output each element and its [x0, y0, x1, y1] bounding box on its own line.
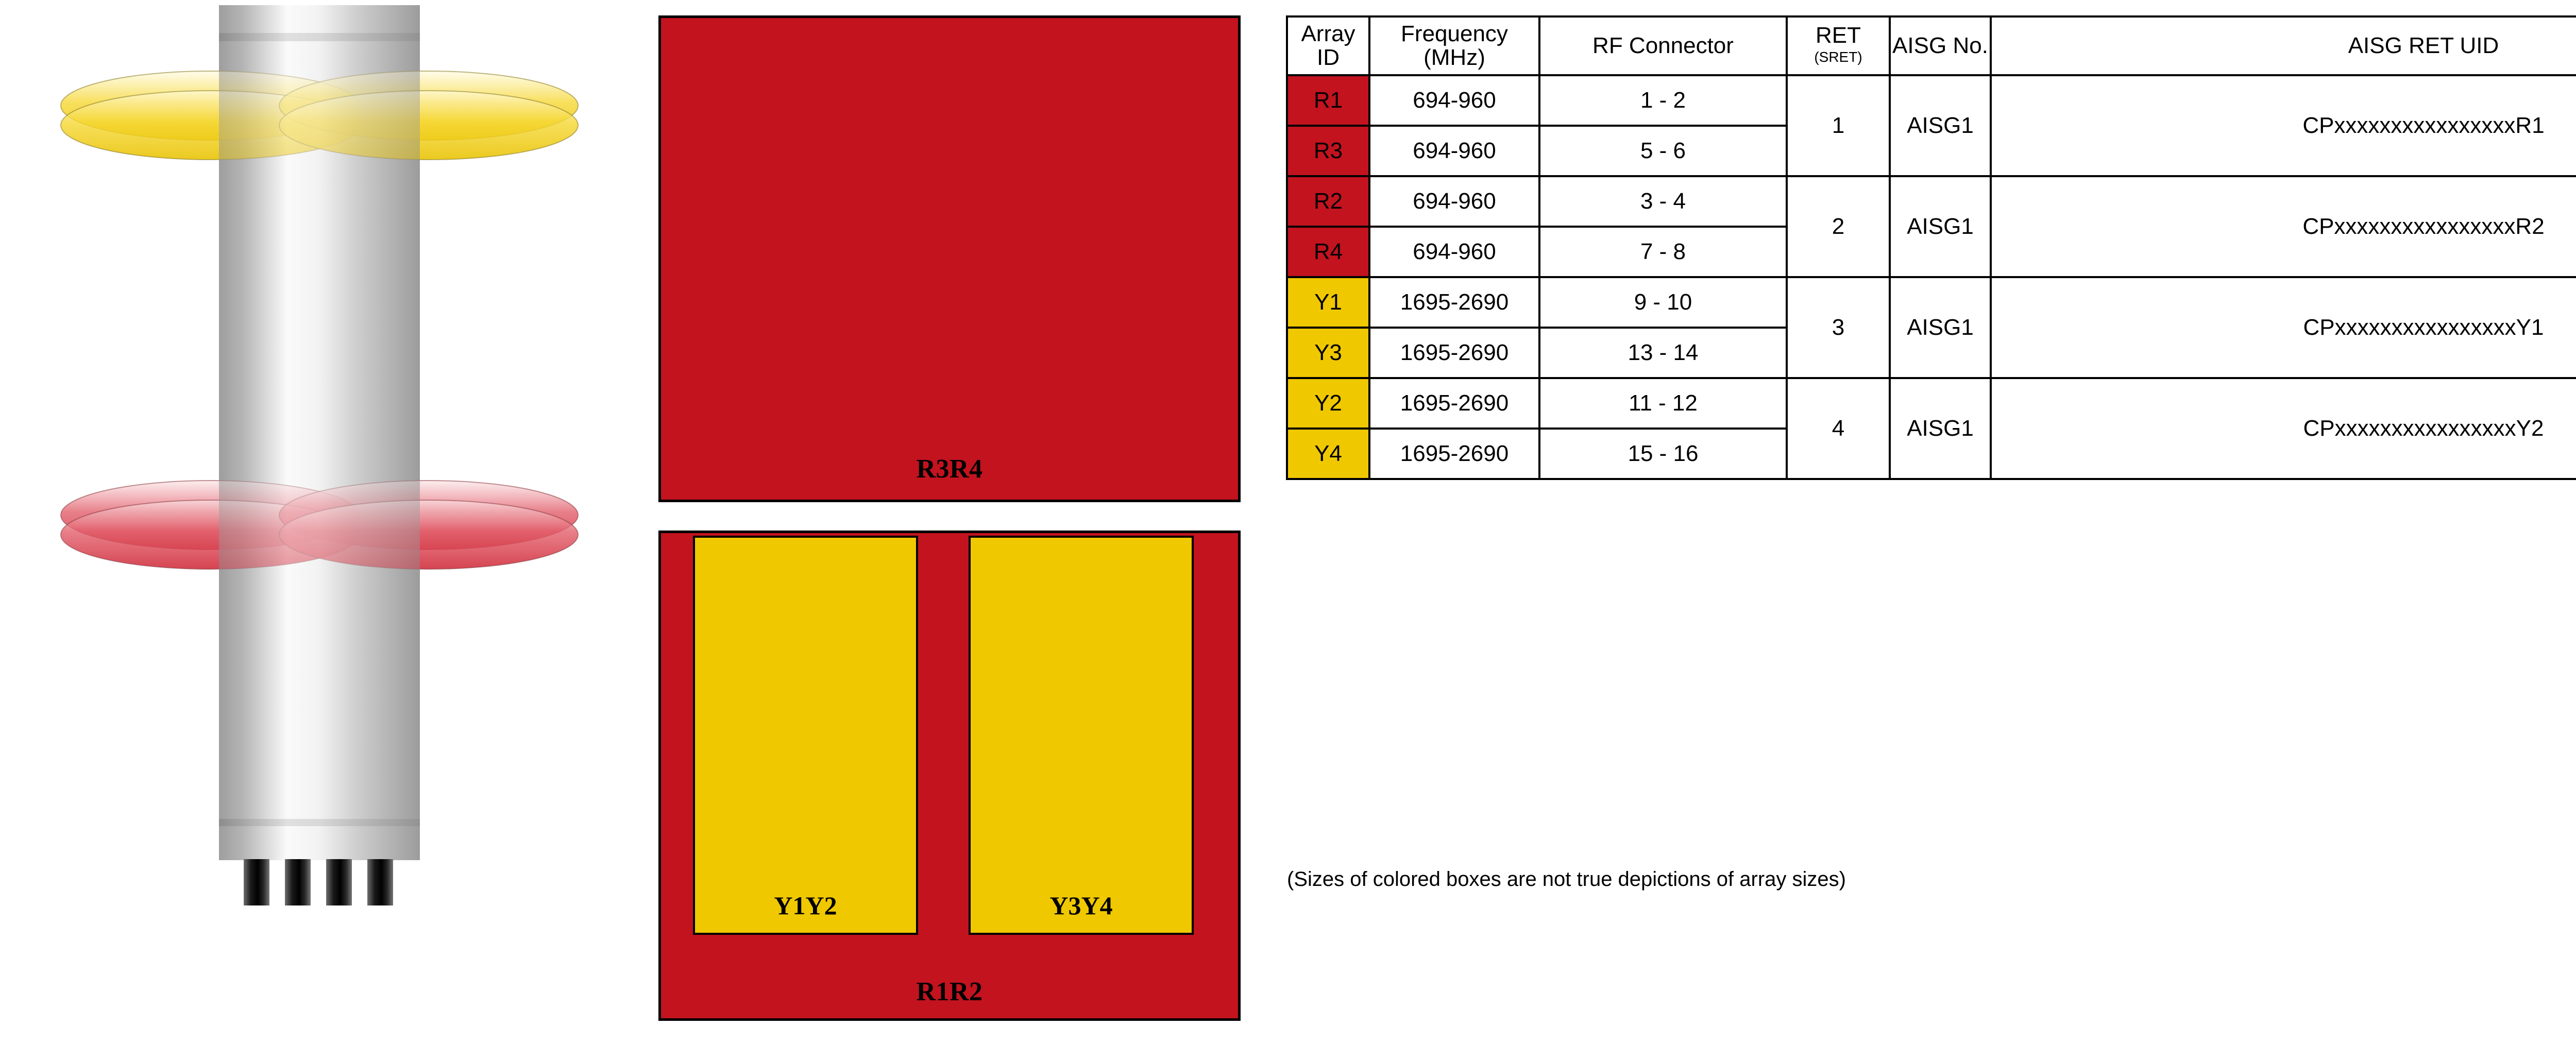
array-configuration-table-container: Array ID Frequency (MHz) RF Connector RE… — [1286, 15, 2576, 480]
array-sub-box-y3y4-label: Y3Y4 — [1049, 891, 1113, 920]
col-header-array-id: Array ID — [1286, 15, 1370, 76]
cell-aisg-no: AISG1 — [1889, 377, 1992, 480]
col-header-ret-sub: (SRET) — [1814, 49, 1862, 65]
rf-connector-stub — [326, 859, 352, 905]
cell-aisg-no: AISG1 — [1889, 276, 1992, 379]
table-body: R1 694-960 1 - 2 1 AISG1 CPxxxxxxxxxxxxx… — [1286, 74, 2576, 480]
mast-svg — [60, 5, 579, 905]
cell-frequency: 694-960 — [1368, 226, 1540, 278]
array-box-upper-r3r4: R3R4 — [658, 15, 1241, 502]
array-box-lower-label: R1R2 — [916, 977, 983, 1006]
cell-aisg-no: AISG1 — [1889, 175, 1992, 278]
cell-array-id: R1 — [1286, 74, 1370, 127]
col-header-ret: RET (SRET) — [1786, 15, 1891, 76]
cell-frequency: 694-960 — [1368, 175, 1540, 228]
array-sub-box-y1y2-label: Y1Y2 — [774, 891, 837, 920]
cell-rf-connector: 5 - 6 — [1538, 125, 1788, 177]
cell-frequency: 694-960 — [1368, 125, 1540, 177]
cell-ret: 4 — [1786, 377, 1891, 480]
table-row: Y4 1695-2690 15 - 16 — [1286, 428, 2576, 480]
cell-array-id: R2 — [1286, 175, 1370, 228]
array-box-lower-r1r2: Y1Y2 Y3Y4 R1R2 — [658, 531, 1241, 1021]
cell-array-id: Y1 — [1286, 276, 1370, 329]
cell-frequency: 1695-2690 — [1368, 428, 1540, 480]
cell-array-id: Y3 — [1286, 327, 1370, 379]
array-box-upper-label: R3R4 — [916, 454, 983, 484]
cell-aisg-ret-uid: CPxxxxxxxxxxxxxxxxY1 — [1990, 276, 2576, 379]
cell-rf-connector: 3 - 4 — [1538, 175, 1788, 228]
cell-frequency: 1695-2690 — [1368, 276, 1540, 329]
rf-connector-stub — [244, 859, 269, 905]
cell-ret: 2 — [1786, 175, 1891, 278]
cell-rf-connector: 9 - 10 — [1538, 276, 1788, 329]
cell-rf-connector: 1 - 2 — [1538, 74, 1788, 127]
array-sub-box-y3y4: Y3Y4 — [969, 536, 1194, 935]
cell-aisg-ret-uid: CPxxxxxxxxxxxxxxxxR1 — [1990, 74, 2576, 177]
rf-connector-stub — [367, 859, 393, 905]
col-header-rf-connector: RF Connector — [1538, 15, 1788, 76]
cell-ret: 1 — [1786, 74, 1891, 177]
rf-connector-stub — [285, 859, 311, 905]
table-row: Y1 1695-2690 9 - 10 3 AISG1 CPxxxxxxxxxx… — [1286, 276, 2576, 379]
table-row: R3 694-960 5 - 6 — [1286, 125, 2576, 177]
cell-rf-connector: 11 - 12 — [1538, 377, 1788, 430]
cell-array-id: Y2 — [1286, 377, 1370, 430]
array-sub-box-y1y2: Y1Y2 — [693, 536, 918, 935]
table-header-row: Array ID Frequency (MHz) RF Connector RE… — [1286, 15, 2576, 76]
col-header-frequency: Frequency (MHz) — [1368, 15, 1540, 76]
mast-front-face — [219, 5, 420, 860]
cell-ret: 3 — [1786, 276, 1891, 379]
cell-rf-connector: 7 - 8 — [1538, 226, 1788, 278]
cell-array-id: R4 — [1286, 226, 1370, 278]
table-header: Array ID Frequency (MHz) RF Connector RE… — [1286, 15, 2576, 76]
cell-frequency: 1695-2690 — [1368, 377, 1540, 430]
cell-rf-connector: 13 - 14 — [1538, 327, 1788, 379]
cell-frequency: 694-960 — [1368, 74, 1540, 127]
cell-aisg-ret-uid: CPxxxxxxxxxxxxxxxxY2 — [1990, 377, 2576, 480]
table-row: R4 694-960 7 - 8 — [1286, 226, 2576, 278]
rf-connector-stubs — [244, 859, 393, 905]
cell-aisg-no: AISG1 — [1889, 74, 1992, 177]
cell-frequency: 1695-2690 — [1368, 327, 1540, 379]
cell-aisg-ret-uid: CPxxxxxxxxxxxxxxxxR2 — [1990, 175, 2576, 278]
table-row: Y2 1695-2690 11 - 12 4 AISG1 CPxxxxxxxxx… — [1286, 377, 2576, 480]
cell-array-id: R3 — [1286, 125, 1370, 177]
table-row: Y3 1695-2690 13 - 14 — [1286, 327, 2576, 379]
table-row: R2 694-960 3 - 4 2 AISG1 CPxxxxxxxxxxxxx… — [1286, 175, 2576, 278]
col-header-aisg-no: AISG No. — [1889, 15, 1992, 76]
array-configuration-table: Array ID Frequency (MHz) RF Connector RE… — [1286, 15, 2576, 480]
col-header-ret-main: RET — [1816, 23, 1861, 48]
array-layout-diagram: R3R4 Y1Y2 Y3Y4 R1R2 — [658, 15, 1243, 1025]
cell-rf-connector: 15 - 16 — [1538, 428, 1788, 480]
cell-array-id: Y4 — [1286, 428, 1370, 480]
col-header-aisg-ret-uid: AISG RET UID — [1990, 15, 2576, 76]
table-row: R1 694-960 1 - 2 1 AISG1 CPxxxxxxxxxxxxx… — [1286, 74, 2576, 177]
antenna-mast-illustration — [0, 0, 608, 1040]
footnote-text: (Sizes of colored boxes are not true dep… — [1287, 868, 1846, 891]
